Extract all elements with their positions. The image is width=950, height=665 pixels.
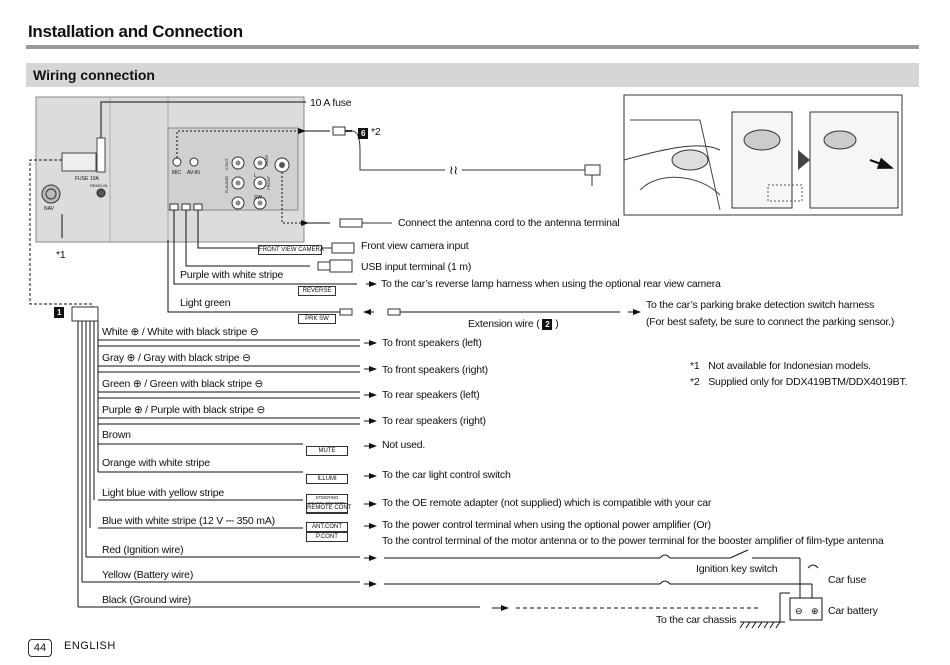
extension-label: Extension wire ( 2 ) — [468, 318, 559, 330]
section-band — [26, 63, 919, 87]
note-2-text: Supplied only for DDX419BTM/DDX4019BT. — [708, 376, 908, 388]
car-fuse-label: Car fuse — [828, 574, 867, 586]
wire-dest-orange: To the car light control switch — [382, 469, 511, 481]
wire-name-blue: Blue with white stripe (12 V ⎓ 350 mA) — [102, 515, 275, 527]
language-label: ENGLISH — [64, 640, 116, 652]
remo-in-label: REMO-IN — [90, 183, 108, 188]
note-2: *2 Supplied only for DDX419BTM/DDX4019BT… — [690, 376, 907, 388]
wire-name-lightblue: Light blue with yellow stripe — [102, 487, 225, 499]
svg-text:⊕: ⊕ — [811, 606, 819, 616]
section-title: Wiring connection — [33, 67, 155, 83]
usb-label: USB input terminal (1 m) — [361, 261, 472, 273]
title-rule — [26, 45, 919, 49]
note-2-mark: *2 — [690, 376, 700, 388]
prk-sw-tag: PRK SW — [298, 314, 336, 324]
p-cont-tag: P.CONT — [306, 532, 348, 542]
fuse-icon — [96, 137, 106, 173]
wire-name-yellow: Yellow (Battery wire) — [102, 569, 194, 581]
chassis-label: To the car chassis — [656, 614, 737, 626]
extension-close: ) — [555, 318, 559, 330]
illumi-tag: ILLUMI — [306, 474, 348, 484]
nav-label: NAV — [44, 206, 54, 212]
wire-dest-blue: To the power control terminal when using… — [382, 519, 711, 531]
mark-1-badge: 1 — [54, 307, 65, 318]
antenna-label: Connect the antenna cord to the antenna … — [398, 217, 620, 229]
wire-dest-blue-2: To the control terminal of the motor ant… — [382, 535, 884, 547]
extension-text: Extension wire ( — [468, 318, 540, 330]
note-1: *1 Not available for Indonesian models. — [690, 360, 871, 372]
wire-name-brown: Brown — [102, 429, 131, 441]
reverse-tag: REVERSE — [298, 286, 336, 296]
front-camera-tag: FRONT VIEW CAMERA — [258, 245, 324, 255]
nav-connector-icon — [41, 184, 61, 204]
wire-dest-green: To rear speakers (left) — [382, 389, 480, 401]
fuse-tag: FUSE — [75, 176, 89, 182]
remote-cont-tag: REMOTE CONT — [306, 503, 352, 513]
wire-name-gray: Gray ⊕ / Gray with black stripe ⊖ — [102, 352, 251, 364]
purple-white-label: Purple with white stripe — [180, 269, 284, 281]
mark-2-badge: 2 — [542, 319, 553, 330]
wire-name-orange: Orange with white stripe — [102, 457, 210, 469]
rear-label: REAR — [264, 155, 269, 167]
mute-tag: MUTE — [306, 446, 348, 456]
page-title: Installation and Connection — [28, 22, 243, 41]
mic-label: MIC — [172, 170, 182, 176]
light-green-label: Light green — [180, 297, 231, 309]
ignition-label: Ignition key switch — [696, 563, 778, 575]
front-camera-label: Front view camera input — [361, 240, 469, 252]
wire-name-black: Black (Ground wire) — [102, 594, 191, 606]
fuse-label: 10 A fuse — [310, 97, 352, 109]
note-mark-1: *1 — [56, 249, 66, 261]
mark-6-badge: 6 — [358, 128, 369, 139]
parking-label-2: (For best safety, be sure to connect the… — [646, 316, 895, 328]
svg-text:≀≀: ≀≀ — [449, 163, 458, 177]
parking-label-1: To the car’s parking brake detection swi… — [646, 299, 875, 311]
page-number: 44 — [28, 639, 52, 657]
note-1-mark: *1 — [690, 360, 700, 372]
note-1-text: Not available for Indonesian models. — [708, 360, 871, 372]
wire-name-purple: Purple ⊕ / Purple with black stripe ⊖ — [102, 404, 266, 416]
sw-label: SW — [254, 195, 263, 201]
front-label: FRONT — [266, 176, 271, 190]
reverse-desc: To the car’s reverse lamp harness when u… — [381, 278, 721, 290]
wire-dest-gray: To front speakers (right) — [382, 364, 488, 376]
r-audio-label: R-AUDIO — [224, 176, 229, 193]
v-out-label: V-OUT — [224, 158, 229, 171]
ant-cont-tag: ANT.CONT — [306, 522, 348, 532]
wire-dest-brown: Not used. — [382, 439, 426, 451]
wire-name-red: Red (Ignition wire) — [102, 544, 184, 556]
wire-dest-purple: To rear speakers (right) — [382, 415, 486, 427]
car-battery-label: Car battery — [828, 605, 878, 617]
note-mark-2: *2 — [371, 126, 381, 138]
wire-dest-lightblue: To the OE remote adapter (not supplied) … — [382, 497, 712, 509]
wire-name-white: White ⊕ / White with black stripe ⊖ — [102, 326, 259, 338]
av-in-label: AV-IN — [187, 170, 200, 176]
fuse-rating: 10A — [90, 176, 99, 182]
wire-name-green: Green ⊕ / Green with black stripe ⊖ — [102, 378, 264, 390]
l-label: L — [254, 173, 257, 179]
wire-dest-white: To front speakers (left) — [382, 337, 482, 349]
svg-text:⊖: ⊖ — [795, 606, 803, 616]
